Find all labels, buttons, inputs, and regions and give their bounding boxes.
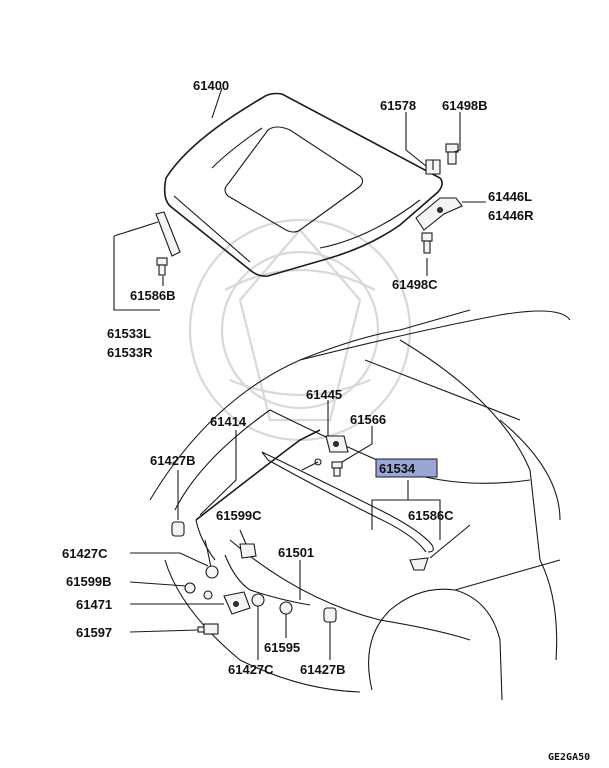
cushion-61427B-bottom [323,607,337,623]
label-cushion-bottom-mid: 61427C [228,662,274,677]
cushion-61427C-bottom [251,593,265,607]
label-cushion-top-left: 61427B [150,453,196,468]
label-hinge-bolt-bottom: 61498C [392,277,438,292]
label-screw: 61597 [76,625,112,640]
watermark-emblem [188,218,412,442]
label-lock-bolt: 61566 [350,412,386,427]
label-cushion-bottom-right: 61427B [300,662,346,677]
hinge-nut-61578 [425,159,441,175]
cushion-61427B-left [171,521,185,537]
hinge-61446 [415,197,463,231]
prop-rod-part [195,429,321,561]
label-prop-rod: 61414 [210,414,247,429]
screw-61597 [197,623,219,635]
car-body [149,309,571,701]
label-release-lever: 61471 [76,597,112,612]
label-weatherstrip: 61534 [379,461,416,476]
label-clip-right: 61586C [408,508,454,523]
label-grommet: 61595 [264,640,300,655]
label-hinge-r: 61446R [488,208,534,223]
release-lever-61471 [223,591,251,615]
seal-61533 [155,211,181,257]
cushion-61427C-left [205,565,219,579]
label-cushion-left: 61427C [62,546,108,561]
label-hinge-nut: 61578 [380,98,416,113]
clip-61599B [184,582,213,600]
hinge-bolt-61498C [421,232,433,254]
grommet-61595 [279,601,293,615]
highlight-box [375,458,438,478]
label-hinge-l: 61446L [488,189,532,204]
label-clip-mid: 61599C [216,508,262,523]
label-seal-l: 61533L [107,326,151,341]
leader-lines [113,87,486,660]
weatherstrip-part [261,451,434,553]
lock-bolt-61566 [331,461,343,477]
label-seal-r: 61533R [107,345,153,360]
label-clip-left: 61586B [130,288,176,303]
clip-61586B [156,257,168,276]
label-clip-left-lower: 61599B [66,574,112,589]
label-hinge-bolt-top: 61498B [442,98,488,113]
label-lock: 61445 [306,387,342,402]
clip-61599C [239,543,257,559]
label-hood: 61400 [193,78,229,93]
diagram-code: GE2GA50 [548,752,590,763]
label-cable: 61501 [278,545,314,560]
hood-panel [163,92,443,277]
small-pin [301,458,322,471]
hood-lock-61445 [325,435,349,453]
clip-61586C [409,557,429,571]
hinge-bolt-61498B [445,143,459,165]
